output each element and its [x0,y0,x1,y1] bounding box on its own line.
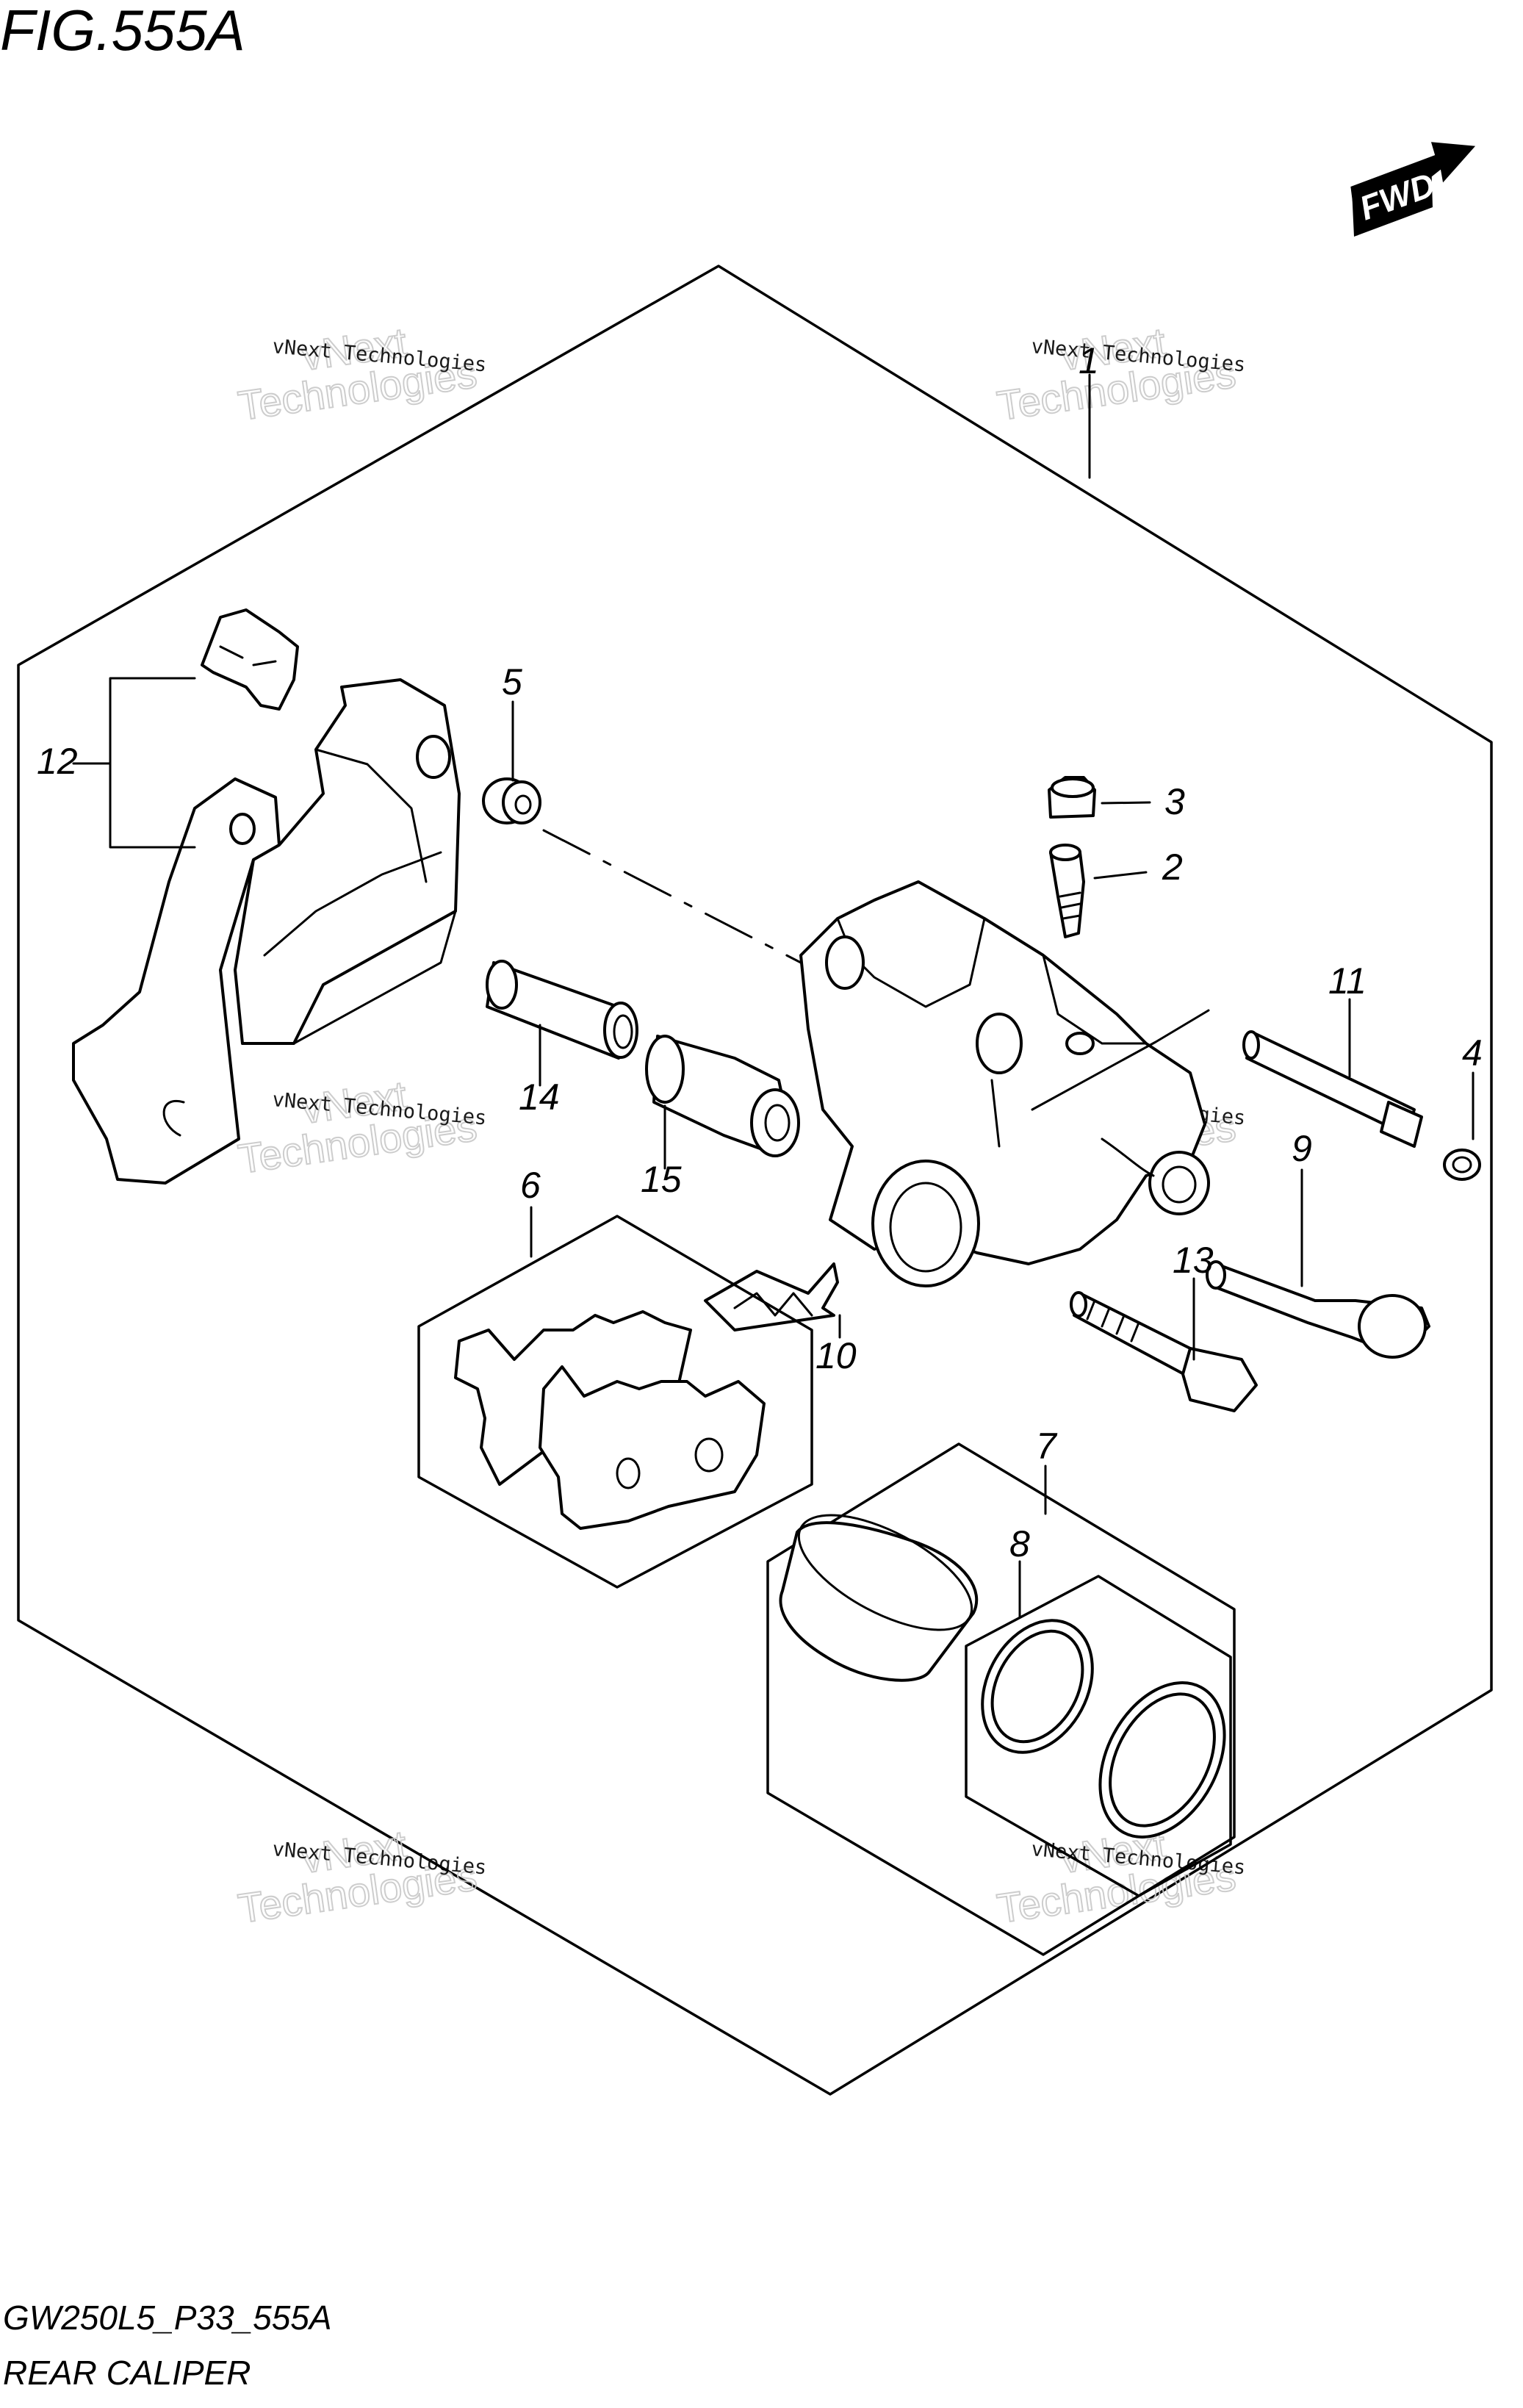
fwd-arrow-icon: FWD [1350,142,1476,237]
part-6-brake-pads [454,1310,766,1530]
caliper-body [799,880,1210,1287]
callout-9: 9 [1292,1128,1312,1169]
callout-12: 12 [37,741,78,782]
model-code: GW250L5_P33_555A [3,2299,332,2337]
part-14-sleeve [486,960,638,1060]
seal-set-frame [965,1575,1232,1897]
callout-5: 5 [502,661,522,702]
part-9-pin-bolt [1206,1260,1430,1359]
part-10-pad-spring [704,1262,839,1331]
part-13-bolt [1070,1291,1258,1412]
callout-1: 1 [1079,340,1099,381]
callout-4: 4 [1462,1032,1483,1074]
callout-3: 3 [1164,781,1185,822]
section-name: REAR CALIPER [3,2354,251,2392]
callout-11: 11 [1328,960,1367,1002]
part-3-bleeder-cap [1048,776,1096,819]
callout-10: 10 [815,1335,857,1376]
callout-labels: 1 2 3 4 5 6 7 8 9 10 11 12 13 14 15 [37,340,1483,1564]
callout-15: 15 [641,1159,682,1200]
axis-line [542,829,802,964]
piston-set-frame [766,1442,1236,1956]
part-7-piston [779,1514,979,1682]
callout-7: 7 [1036,1426,1058,1467]
part-11-slide-pin [1242,1030,1423,1148]
callout-13: 13 [1173,1240,1214,1281]
callout-8: 8 [1009,1523,1030,1564]
callout-2: 2 [1162,847,1183,888]
part-15-boot [645,1035,800,1157]
callout-6: 6 [520,1165,541,1206]
leader-lines [72,373,1475,1618]
part-8-seals [981,1619,1226,1839]
callout-14: 14 [519,1077,560,1118]
pad-set-frame [417,1215,813,1589]
part-2-bleeder-screw [1049,844,1085,938]
part-5-boot [482,777,541,824]
figure-title: FIG.555A [0,0,245,62]
assembly-frame [17,265,1493,2096]
part-12-caliper-bracket [72,608,461,1185]
part-4-nut [1443,1149,1481,1181]
